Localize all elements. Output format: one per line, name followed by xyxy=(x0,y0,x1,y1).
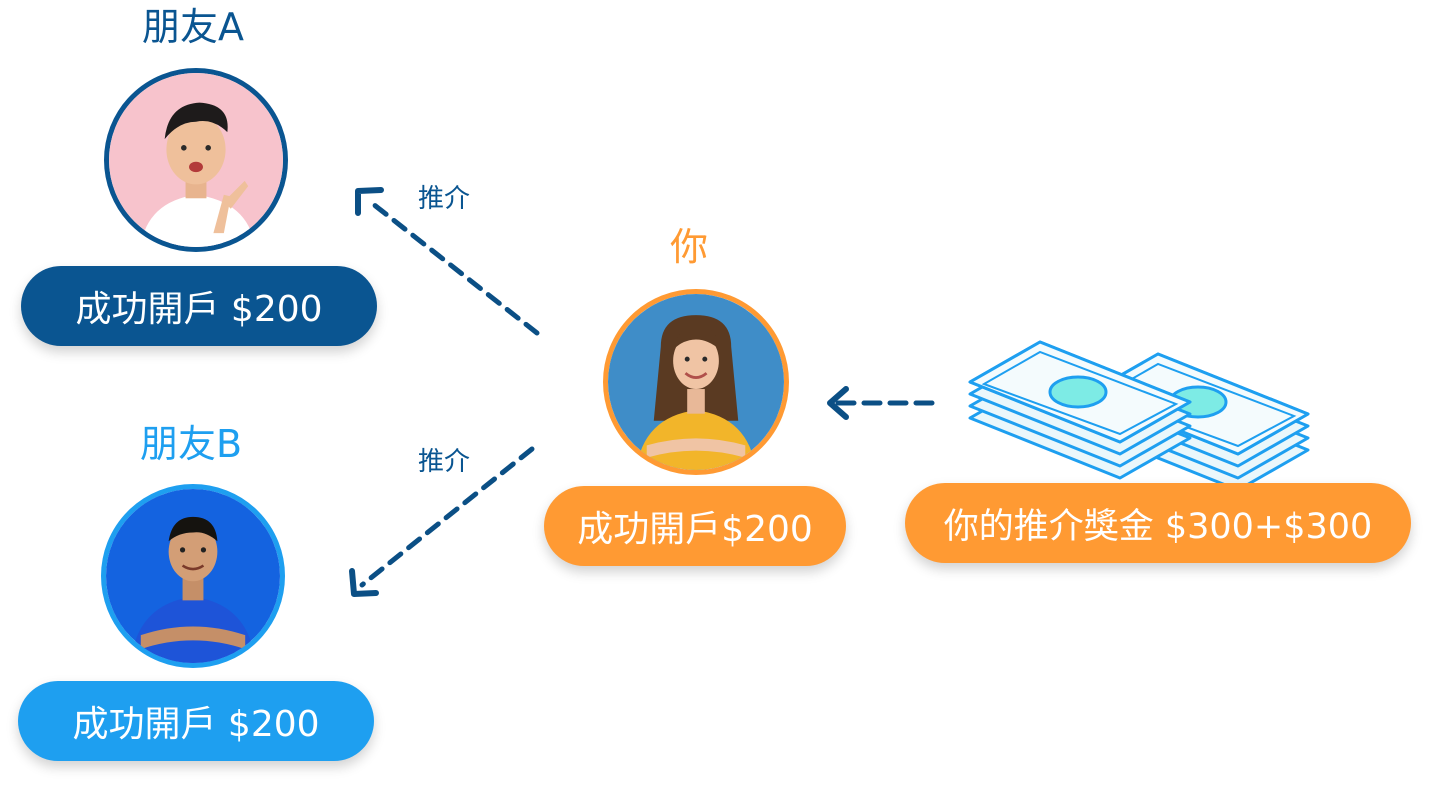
friend-a-name: 朋友A xyxy=(142,5,244,49)
you-photo xyxy=(608,294,784,470)
friend-b-name: 朋友B xyxy=(140,422,243,466)
you-avatar xyxy=(603,289,789,475)
cash-stack-icon xyxy=(968,340,1310,490)
friend-b-bonus-pill: 成功開戶 $200 xyxy=(18,681,374,761)
reward-pill: 你的推介獎金 $300+$300 xyxy=(905,483,1411,563)
you-bonus-pill: 成功開戶$200 xyxy=(544,486,846,566)
referral-label-a: 推介 xyxy=(418,184,471,214)
friend-b-photo xyxy=(106,489,280,663)
arrow-you-to-friend-a xyxy=(355,187,540,336)
cash-stack-front xyxy=(968,340,1192,480)
arrow-reward-to-you xyxy=(827,386,935,420)
friend-a-photo xyxy=(109,73,283,247)
cash-stack-back xyxy=(1086,352,1310,490)
you-name: 你 xyxy=(670,225,709,269)
arrow-you-to-friend-b xyxy=(349,446,535,597)
friend-a-avatar xyxy=(104,68,288,252)
referral-label-b: 推介 xyxy=(418,447,471,477)
friend-a-bonus-pill: 成功開戶 $200 xyxy=(21,266,377,346)
friend-b-avatar xyxy=(101,484,285,668)
